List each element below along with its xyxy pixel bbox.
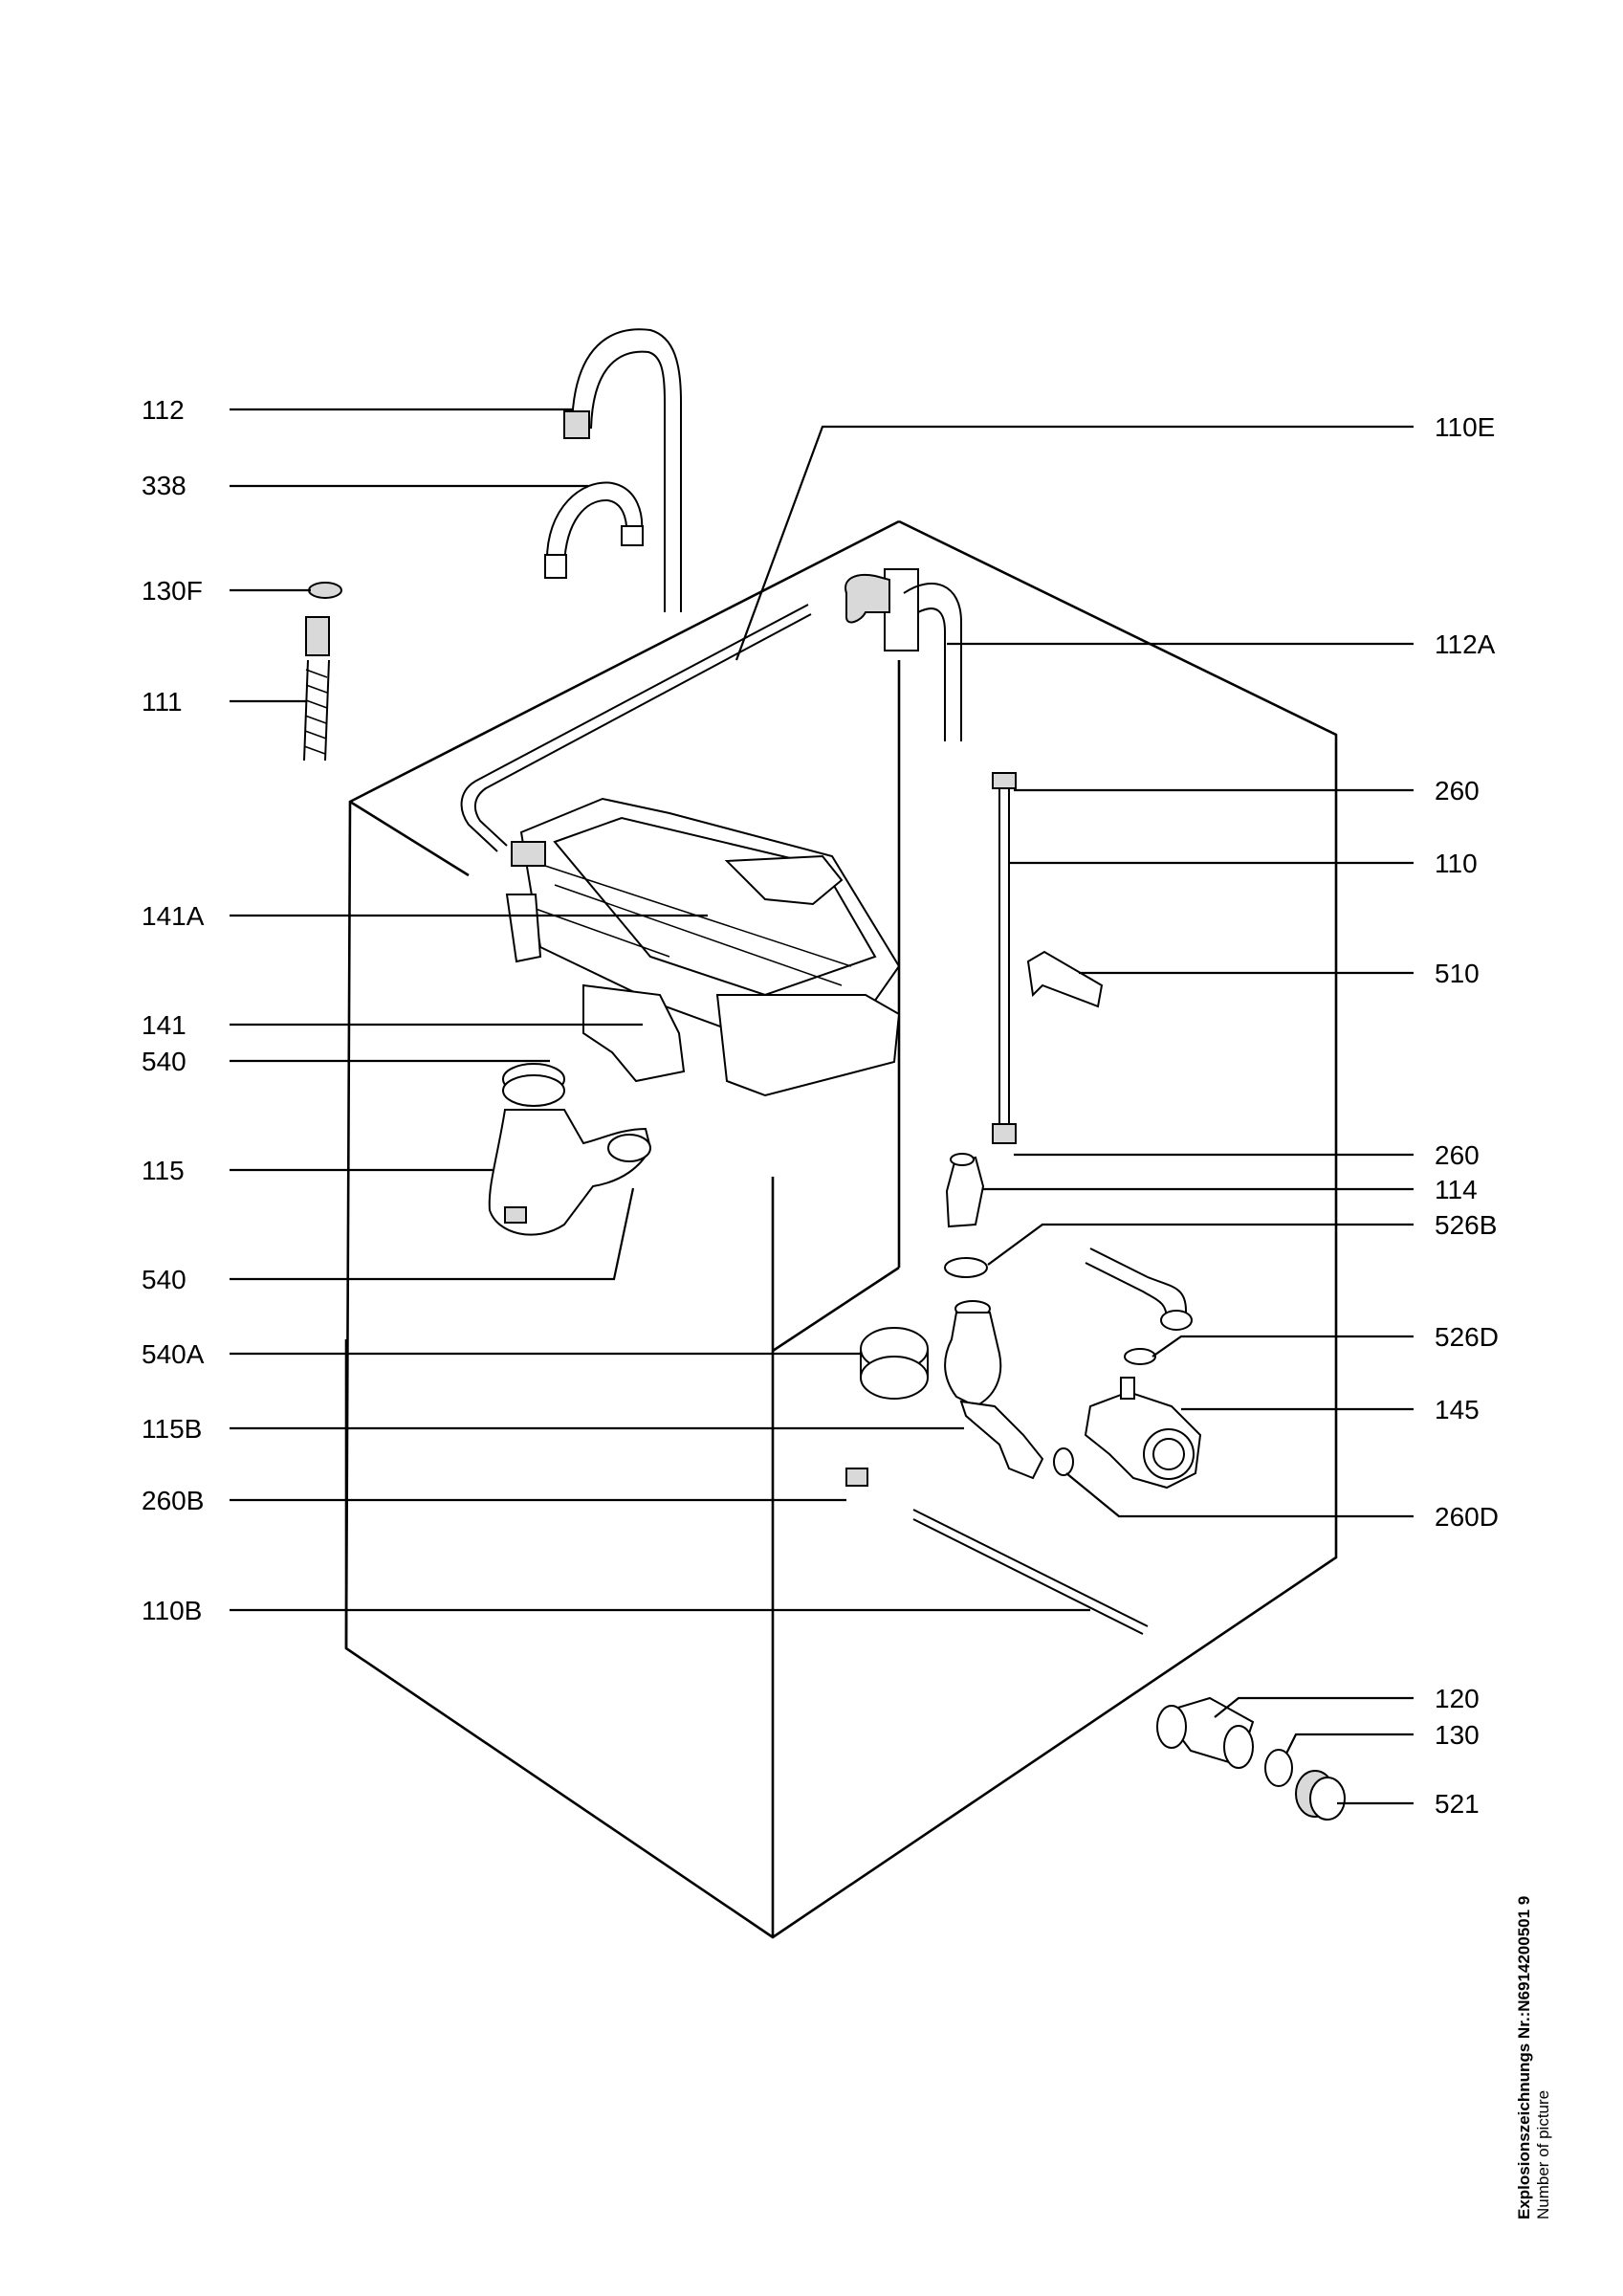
clamp-260-top bbox=[992, 772, 1017, 789]
sump-hose-115 bbox=[488, 1063, 652, 1236]
detergent-dispenser-141a bbox=[511, 797, 901, 1045]
washer-130f bbox=[308, 582, 342, 599]
label-130: 130 bbox=[1435, 1720, 1480, 1750]
dispenser-housing-141 bbox=[505, 894, 901, 1097]
clamp-260-bottom bbox=[992, 1123, 1017, 1144]
label-338: 338 bbox=[142, 471, 186, 500]
label-526b: 526B bbox=[1435, 1210, 1497, 1240]
cabinet-frame bbox=[344, 519, 1338, 1939]
label-114: 114 bbox=[1435, 1175, 1478, 1204]
label-115: 115 bbox=[142, 1156, 185, 1185]
label-110: 110 bbox=[1435, 849, 1478, 878]
label-540-a: 540 bbox=[142, 1047, 186, 1076]
label-112: 112 bbox=[142, 395, 185, 425]
hose-bracket-338 bbox=[544, 481, 644, 579]
seal-130 bbox=[1264, 1749, 1293, 1787]
rod-110b bbox=[912, 1509, 1149, 1635]
label-141: 141 bbox=[142, 1010, 186, 1040]
label-110e: 110E bbox=[1435, 412, 1495, 442]
filter-120 bbox=[1156, 1696, 1255, 1769]
labels-right: 110E 112A 260 110 510 260 114 526B 526D … bbox=[1435, 412, 1499, 1819]
sump-hose-115b bbox=[944, 1300, 1044, 1480]
label-260-bottom: 260 bbox=[1435, 1140, 1480, 1170]
label-111: 111 bbox=[142, 687, 183, 717]
drain-pump-145 bbox=[1084, 1377, 1202, 1490]
clamp-526d bbox=[1124, 1348, 1156, 1365]
label-120: 120 bbox=[1435, 1684, 1480, 1713]
clamp-540a bbox=[860, 1327, 929, 1400]
drain-hose-112 bbox=[563, 328, 682, 612]
label-540a: 540A bbox=[142, 1339, 205, 1369]
tube-110 bbox=[998, 784, 1010, 1129]
label-145: 145 bbox=[1435, 1395, 1480, 1424]
caption-drawing-number: Explosionszeichnungs Nr.:N6914200501 9 bbox=[1515, 1895, 1533, 2219]
label-260-top: 260 bbox=[1435, 776, 1480, 806]
label-540-b: 540 bbox=[142, 1265, 186, 1294]
label-260d: 260D bbox=[1435, 1502, 1499, 1532]
label-510: 510 bbox=[1435, 959, 1480, 988]
caption-number-of-picture: Number of picture bbox=[1534, 2089, 1553, 2219]
label-526d: 526D bbox=[1435, 1322, 1499, 1352]
label-260b: 260B bbox=[142, 1486, 204, 1515]
inlet-hose-111 bbox=[303, 616, 330, 762]
clamp-526b bbox=[944, 1257, 988, 1278]
hose-elbow bbox=[1085, 1247, 1193, 1331]
filter-cap-521 bbox=[1295, 1770, 1346, 1821]
bracket-510 bbox=[1026, 950, 1104, 1008]
inlet-valve-112a bbox=[844, 568, 962, 741]
leader-lines-right bbox=[735, 425, 1414, 1805]
clamp-260b bbox=[845, 1468, 868, 1487]
label-110b: 110B bbox=[142, 1596, 202, 1625]
label-112a: 112A bbox=[1435, 629, 1496, 659]
picture-number-caption: Explosionszeichnungs Nr.:N6914200501 9 N… bbox=[1515, 1896, 1554, 2219]
clamp-260d bbox=[1053, 1447, 1074, 1476]
hose-110e bbox=[460, 604, 812, 852]
labels-left: 112 338 130F 111 141A 141 540 115 540 54… bbox=[142, 395, 205, 1625]
label-521: 521 bbox=[1435, 1789, 1480, 1819]
label-141a: 141A bbox=[142, 901, 205, 931]
label-130f: 130F bbox=[142, 576, 203, 606]
label-115b: 115B bbox=[142, 1414, 202, 1444]
leader-lines-left bbox=[230, 408, 1090, 1612]
pressure-chamber-114 bbox=[945, 1153, 985, 1228]
